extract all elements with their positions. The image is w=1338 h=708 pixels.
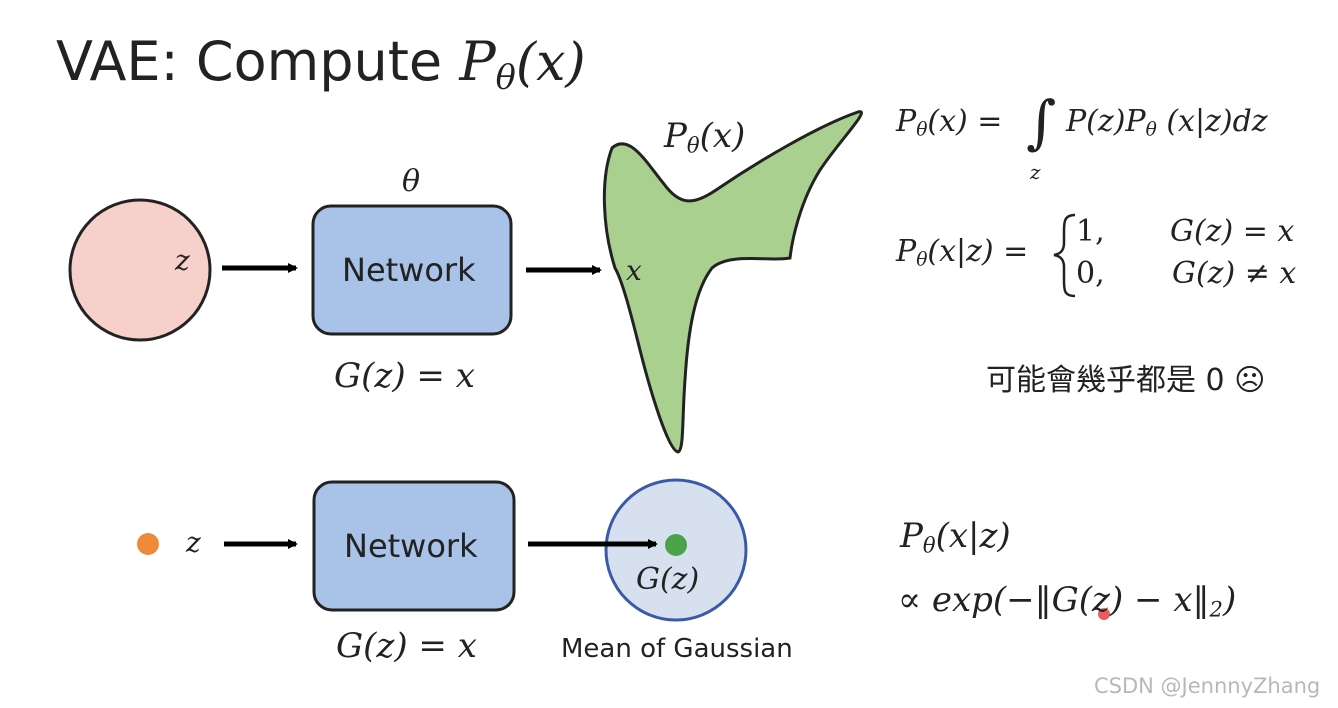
latent-label-bottom: z [186,526,201,559]
eq1-P: P [896,104,917,139]
case2-condition: G(z) ≠ x [1172,256,1297,291]
gz-label: G(z) [636,562,700,597]
latent-label: z [175,244,190,277]
eq1-sub: θ [916,119,928,141]
eq3-sub: θ [922,532,936,558]
equation-marginal: Pθ(x) = [896,104,1002,141]
slide-title: VAE: Compute Pθ(x) [56,30,586,96]
generator-equation-bottom: G(z) = x [336,626,477,666]
watermark: CSDN @JennnyZhang [1094,674,1321,698]
case1-value: 1, [1076,214,1105,249]
network-label-bottom: Network [344,527,478,565]
equation-gaussian-lhs: Pθ(x|z) [900,516,1011,557]
eq2-lhs-rest: (x|z) = [927,234,1029,269]
eq1-lhs-rest: (x) = [927,104,1003,139]
eq1-rhs-b: (x|z)dz [1156,104,1268,139]
equation-conditional: Pθ(x|z) = [896,234,1028,271]
case1-condition: G(z) = x [1170,214,1295,249]
eq1-rhs-sub: θ [1145,119,1157,141]
eq1-rhs-a: P(z)P [1066,104,1146,139]
title-arg: (x) [515,33,586,93]
eq2-sub: θ [916,249,928,271]
latent-circle [68,198,212,342]
eq3-rest: (x|z) [935,516,1011,556]
cursor-mark [1098,608,1110,620]
distribution-sub: θ [686,132,700,158]
integral-sign: ∫ [1026,88,1057,156]
eq3-P: P [900,516,923,556]
distribution-shape [602,110,863,454]
case2-value: 0, [1076,256,1105,291]
note-text: 可能會幾乎都是 0 ☹ [986,363,1266,398]
network-box [311,204,513,336]
distribution-P: P [664,116,687,156]
integral-variable: z [1030,160,1041,184]
title-prefix: VAE: Compute [56,30,460,93]
eq4-main: ∝ exp(−‖G(z) − x‖ [898,580,1210,620]
distribution-label: Pθ(x) [664,116,745,157]
eq2-P: P [896,234,917,269]
title-P: P [459,30,496,93]
network-box-bottom [312,480,516,612]
latent-dot [137,533,159,555]
eq4-sub: 2 [1209,596,1223,622]
theta-label: θ [402,164,421,199]
title-sub: θ [495,57,516,97]
eq1-rhs: P(z)Pθ (x|z)dz [1066,104,1268,141]
mean-dot [665,534,687,556]
cases-brace [1053,213,1076,298]
gaussian-caption: Mean of Gaussian [561,634,793,664]
generator-equation: G(z) = x [334,356,475,396]
eq4-close: ) [1222,580,1237,620]
x-label: x [626,254,642,287]
distribution-arg: (x) [699,116,746,156]
equation-gaussian-rhs: ∝ exp(−‖G(z) − x‖2) [898,580,1236,621]
network-label: Network [342,251,476,289]
